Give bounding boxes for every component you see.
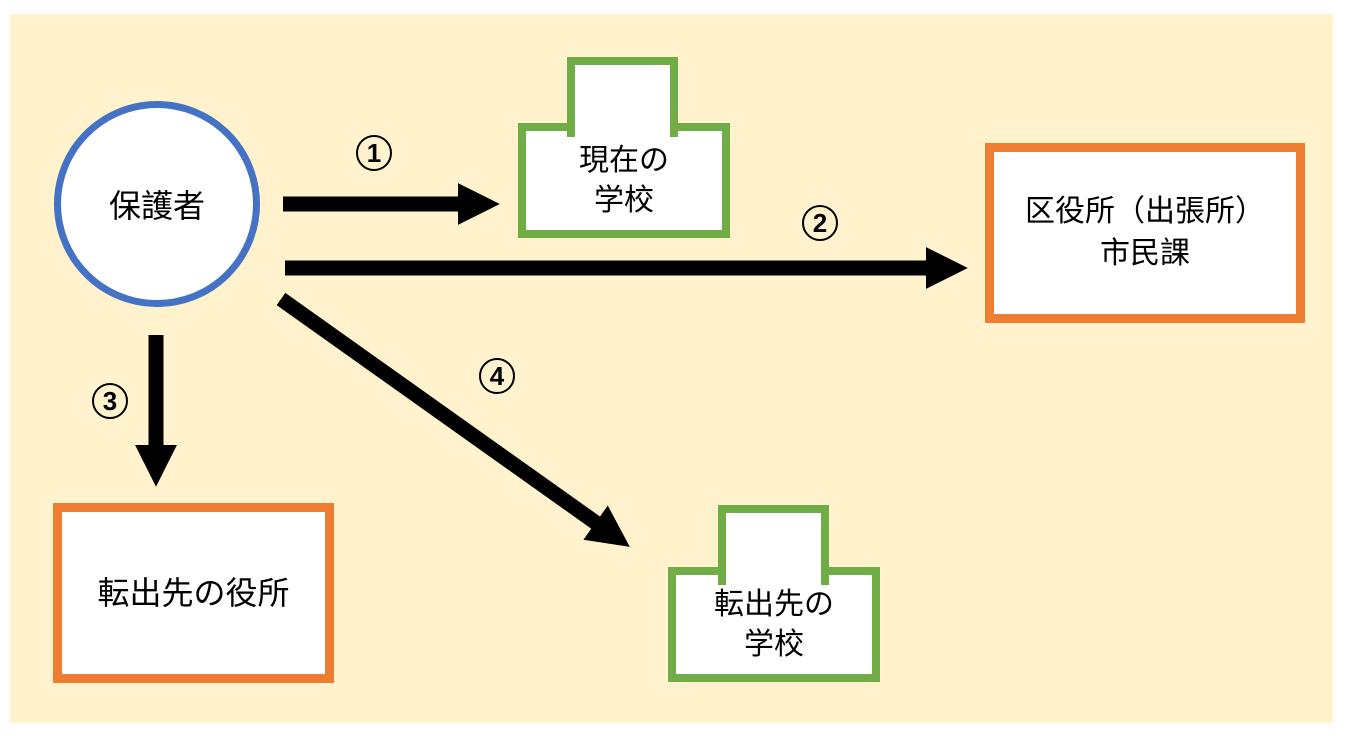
current-school-label: 現在の 学校	[518, 123, 730, 238]
step-3-badge: 3	[92, 383, 128, 419]
ward-office-label-line2: 市民課	[1100, 237, 1190, 270]
current-school-label-line1: 現在の	[579, 143, 669, 177]
guardian-node: 保護者	[54, 101, 260, 307]
step-1-number: 1	[366, 138, 382, 168]
destination-school-label-line2: 学校	[744, 627, 804, 661]
destination-office-label: 転出先の役所	[97, 575, 290, 611]
destination-school-node	[668, 567, 880, 682]
step-4-number: 4	[489, 361, 505, 391]
step-2-number: 2	[812, 208, 828, 238]
step-4-badge: 4	[479, 358, 515, 394]
destination-school-label: 転出先の 学校	[668, 567, 880, 682]
current-school-roof	[567, 57, 678, 137]
ward-office-label-line1: 区役所（出張所）	[1025, 195, 1265, 228]
step-3-number: 3	[102, 386, 118, 416]
step-2-badge: 2	[802, 205, 838, 241]
ward-office-node: 区役所（出張所） 市民課	[985, 143, 1305, 323]
guardian-label: 保護者	[108, 188, 205, 224]
destination-office-node: 転出先の役所	[53, 503, 334, 683]
current-school-label-line2: 学校	[594, 183, 654, 217]
step-1-badge: 1	[356, 135, 392, 171]
destination-school-label-line1: 転出先の	[714, 587, 834, 621]
destination-school-roof	[718, 505, 829, 585]
